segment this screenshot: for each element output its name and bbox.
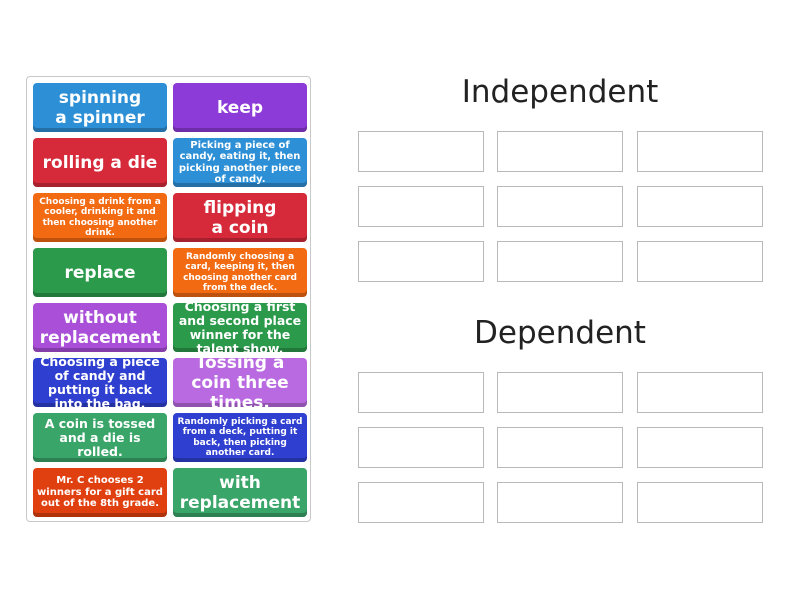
group-title-independent: Independent [461, 74, 659, 110]
drop-slot-independent[interactable] [358, 186, 484, 227]
card-label: keep [216, 97, 264, 118]
drop-slot-independent[interactable] [358, 241, 484, 282]
drop-slot-independent[interactable] [497, 131, 623, 172]
card-candy-putting-back[interactable]: Choosing a piece of candy and putting it… [33, 354, 167, 410]
drop-slot-dependent[interactable] [637, 372, 763, 413]
drop-slot-dependent[interactable] [497, 427, 623, 468]
drop-slot-independent[interactable] [358, 131, 484, 172]
card-label: A coin is tossed and a die is rolled. [44, 415, 156, 459]
drop-slot-independent[interactable] [497, 186, 623, 227]
drop-slot-dependent[interactable] [358, 372, 484, 413]
card-label: Randomly picking a card from a deck, put… [177, 416, 303, 459]
card-without-replacement[interactable]: without replacement [33, 303, 167, 352]
card-rolling-a-die[interactable]: rolling a die [33, 138, 167, 187]
drop-slot-dependent[interactable] [637, 482, 763, 523]
drop-slot-dependent[interactable] [358, 427, 484, 468]
drop-slot-independent[interactable] [637, 131, 763, 172]
card-spinning-a-spinner[interactable]: spinning a spinner [33, 83, 167, 132]
card-coin-tossed-die-rolled[interactable]: A coin is tossed and a die is rolled. [33, 413, 167, 462]
card-label: Choosing a piece of candy and putting it… [40, 353, 160, 411]
card-label: rolling a die [42, 152, 158, 173]
card-label: with replacement [179, 472, 301, 513]
card-picking-candy-eating[interactable]: Picking a piece of candy, eating it, the… [173, 138, 307, 187]
card-with-replacement[interactable]: with replacement [173, 468, 307, 517]
card-card-keeping-it[interactable]: Randomly choosing a card, keeping it, th… [173, 248, 307, 297]
card-replace[interactable]: replace [33, 248, 167, 297]
card-label: Mr. C chooses 2 winners for a gift card … [37, 475, 163, 510]
card-label: Tossing a coin three times. [191, 352, 289, 413]
card-first-second-place[interactable]: Choosing a first and second place winner… [173, 299, 307, 355]
drop-slot-independent[interactable] [637, 241, 763, 282]
card-keep[interactable]: keep [173, 83, 307, 132]
drop-slot-dependent[interactable] [497, 482, 623, 523]
card-label: Randomly choosing a card, keeping it, th… [183, 251, 297, 294]
card-label: Picking a piece of candy, eating it, the… [178, 139, 302, 186]
drop-slot-dependent[interactable] [497, 372, 623, 413]
drop-slot-dependent[interactable] [358, 482, 484, 523]
card-mr-c-gift-card[interactable]: Mr. C chooses 2 winners for a gift card … [33, 468, 167, 517]
group-title-dependent: Dependent [474, 315, 646, 351]
card-label: without replacement [39, 307, 161, 348]
card-tossing-coin-three[interactable]: Tossing a coin three times. [173, 353, 307, 413]
drop-slot-independent[interactable] [497, 241, 623, 282]
card-label: spinning a spinner [55, 87, 145, 128]
card-label: Choosing a drink from a cooler, drinking… [39, 196, 161, 239]
card-label: replace [64, 262, 136, 283]
card-drink-from-cooler[interactable]: Choosing a drink from a cooler, drinking… [33, 193, 167, 242]
drop-slot-dependent[interactable] [637, 427, 763, 468]
card-flipping-a-coin[interactable]: flipping a coin [173, 193, 307, 242]
card-bank: spinning a spinner keep rolling a die Picki… [26, 76, 311, 522]
drop-slot-independent[interactable] [637, 186, 763, 227]
card-label: flipping a coin [203, 197, 277, 238]
card-card-putting-back[interactable]: Randomly picking a card from a deck, put… [173, 413, 307, 462]
card-label: Choosing a first and second place winner… [178, 298, 302, 356]
